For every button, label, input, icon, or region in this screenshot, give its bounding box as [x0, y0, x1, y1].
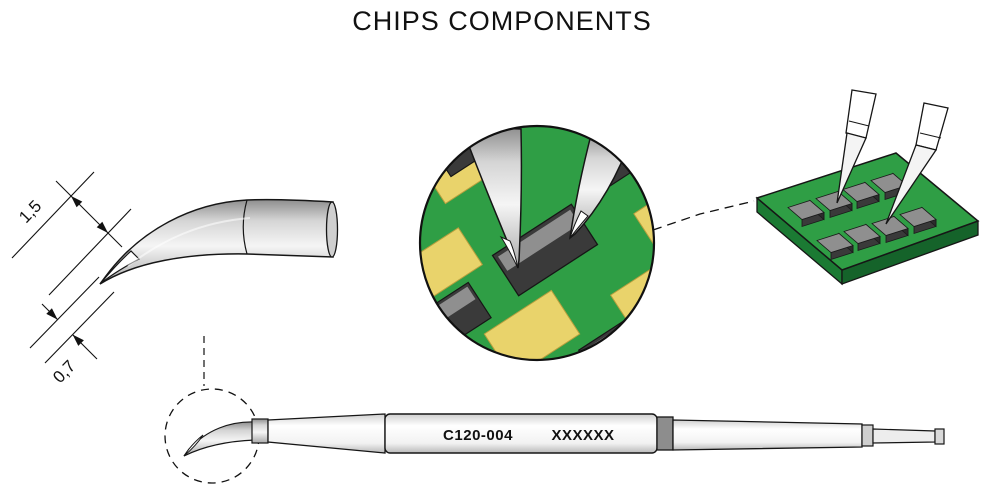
extension-line — [44, 291, 115, 364]
arrowhead — [46, 308, 58, 320]
cartridge-tube — [672, 419, 863, 451]
extension-line — [29, 276, 100, 349]
tool-tip — [885, 144, 938, 225]
dimension-tip-diameter: 0,7 — [29, 276, 115, 387]
arrowhead — [72, 334, 84, 346]
soldering-tip-left — [460, 126, 523, 269]
cartridge-bent-tip — [183, 421, 256, 457]
tool-band — [848, 120, 870, 127]
tool-handle — [845, 89, 877, 139]
extension-line — [11, 171, 95, 259]
cartridge-model-label: C120-004 — [443, 427, 513, 444]
arrowhead — [71, 196, 83, 208]
bent-tip-side-view — [99, 198, 339, 285]
soldering-tools — [836, 89, 949, 225]
cartridge-pin — [872, 428, 936, 444]
tip-solder-point — [499, 235, 519, 269]
extension-line — [48, 208, 132, 296]
tool-tip — [836, 132, 867, 204]
detail-leader-line — [652, 200, 755, 231]
cartridge-cone — [267, 413, 386, 454]
cartridge-collar — [861, 424, 874, 447]
tip-solder-point — [569, 210, 589, 239]
cartridge-serial-label: XXXXXX — [551, 427, 614, 444]
tip-seam-line — [242, 199, 248, 255]
cartridge-nose — [251, 418, 269, 444]
tool-handle — [915, 102, 949, 151]
dimension-label-tip-width: 1,5 — [15, 197, 45, 227]
cartridge-full-view: C120-004 XXXXXX — [164, 336, 945, 484]
dimension-label-tip-diameter: 0,7 — [49, 357, 79, 387]
cartridge-end-cap — [934, 428, 945, 445]
dimension-line — [55, 180, 123, 248]
tip-highlight — [127, 217, 251, 267]
cartridge-barrel — [384, 413, 658, 454]
tip-body — [99, 198, 334, 285]
tip-solder-point — [99, 250, 140, 285]
tip-end-cap — [325, 201, 339, 258]
magnifier-detail-view — [418, 124, 656, 362]
diagram-title: CHIPS COMPONENTS — [352, 6, 652, 36]
cartridge-ring — [656, 416, 674, 451]
tip-solder-point — [183, 434, 204, 457]
pcb-top-face — [755, 152, 980, 271]
magnifier-circle-outline — [418, 124, 656, 362]
tool-band — [919, 132, 942, 139]
pcb-perspective-view — [755, 89, 980, 286]
arrowhead — [96, 221, 108, 233]
